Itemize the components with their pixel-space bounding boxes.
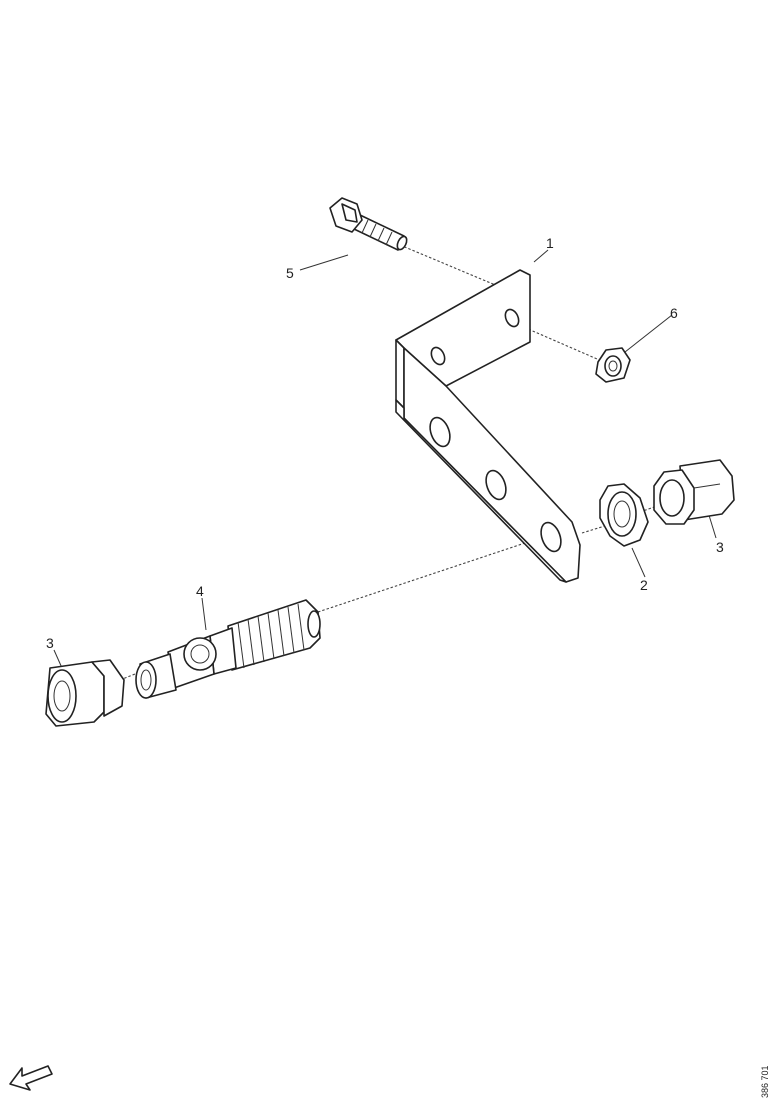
cap-nut-right [653, 459, 735, 525]
part-labels: 5 1 6 2 3 3 4 [46, 235, 724, 651]
label-lock-nut: 2 [640, 577, 648, 593]
assembly-lines [119, 244, 661, 681]
label-cap-nut-right: 3 [716, 539, 724, 555]
label-bolt: 5 [286, 265, 294, 281]
lock-nut [599, 483, 649, 547]
label-bracket: 1 [546, 235, 554, 251]
arrow-lower-left-icon [9, 1065, 53, 1091]
flange-nut [595, 347, 631, 383]
cap-nut-left [45, 659, 125, 727]
label-ball-joint: 4 [196, 583, 204, 599]
drawing-code: 386 701 [760, 1065, 770, 1098]
label-flange-nut: 6 [670, 305, 678, 321]
bolt [329, 197, 408, 251]
bracket [395, 269, 581, 583]
ball-joint [135, 599, 321, 699]
label-leaders [53, 249, 717, 669]
label-cap-nut-left: 3 [46, 635, 54, 651]
